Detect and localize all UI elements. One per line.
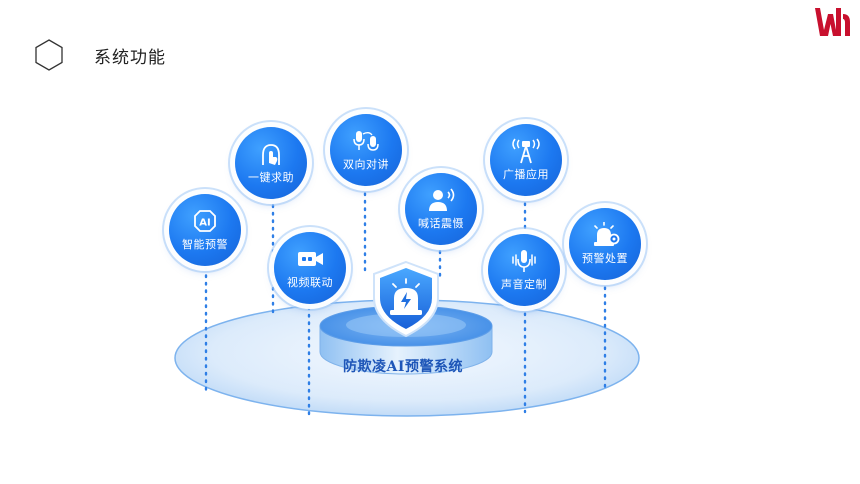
- page-title: 系统功能: [94, 48, 166, 68]
- center-system-title: 防欺凌AI预警系统: [343, 359, 463, 375]
- broadcast-tower-icon: [512, 138, 540, 164]
- node-broadcast: 广播应用: [490, 124, 562, 196]
- node-label: 预警处置: [582, 252, 628, 265]
- node-smart-warning: AI 智能预警: [169, 194, 241, 266]
- node-shout-deter: 喊话震慑: [405, 173, 477, 245]
- connector-lines: [204, 184, 607, 416]
- speaking-person-icon: [429, 188, 455, 211]
- node-video-linkage: 视频联动: [274, 232, 346, 304]
- svg-text:AI: AI: [199, 218, 210, 229]
- node-one-key-help: 一键求助: [235, 127, 307, 199]
- node-label: 智能预警: [182, 238, 228, 251]
- hexagon-icon: [35, 39, 63, 71]
- node-label: 广播应用: [503, 168, 549, 181]
- node-label: 喊话震慑: [418, 217, 464, 230]
- shield-alarm-icon: [373, 260, 439, 338]
- ai-text-icon: AI: [194, 210, 216, 232]
- node-label: 双向对讲: [343, 158, 389, 171]
- alarm-gear-icon: [594, 222, 620, 246]
- node-voice-custom: 声音定制: [488, 234, 560, 306]
- brand-logo-icon: [815, 8, 850, 36]
- node-two-way-talk: 双向对讲: [330, 114, 402, 186]
- node-label: 视频联动: [287, 276, 333, 289]
- node-label: 声音定制: [501, 278, 547, 291]
- node-warning-handling: 预警处置: [569, 208, 641, 280]
- node-label: 一键求助: [248, 171, 294, 184]
- video-camera-icon: [298, 252, 323, 266]
- two-microphones-icon: [353, 131, 379, 151]
- press-button-icon: [262, 144, 280, 165]
- microphone-waves-icon: [512, 250, 536, 272]
